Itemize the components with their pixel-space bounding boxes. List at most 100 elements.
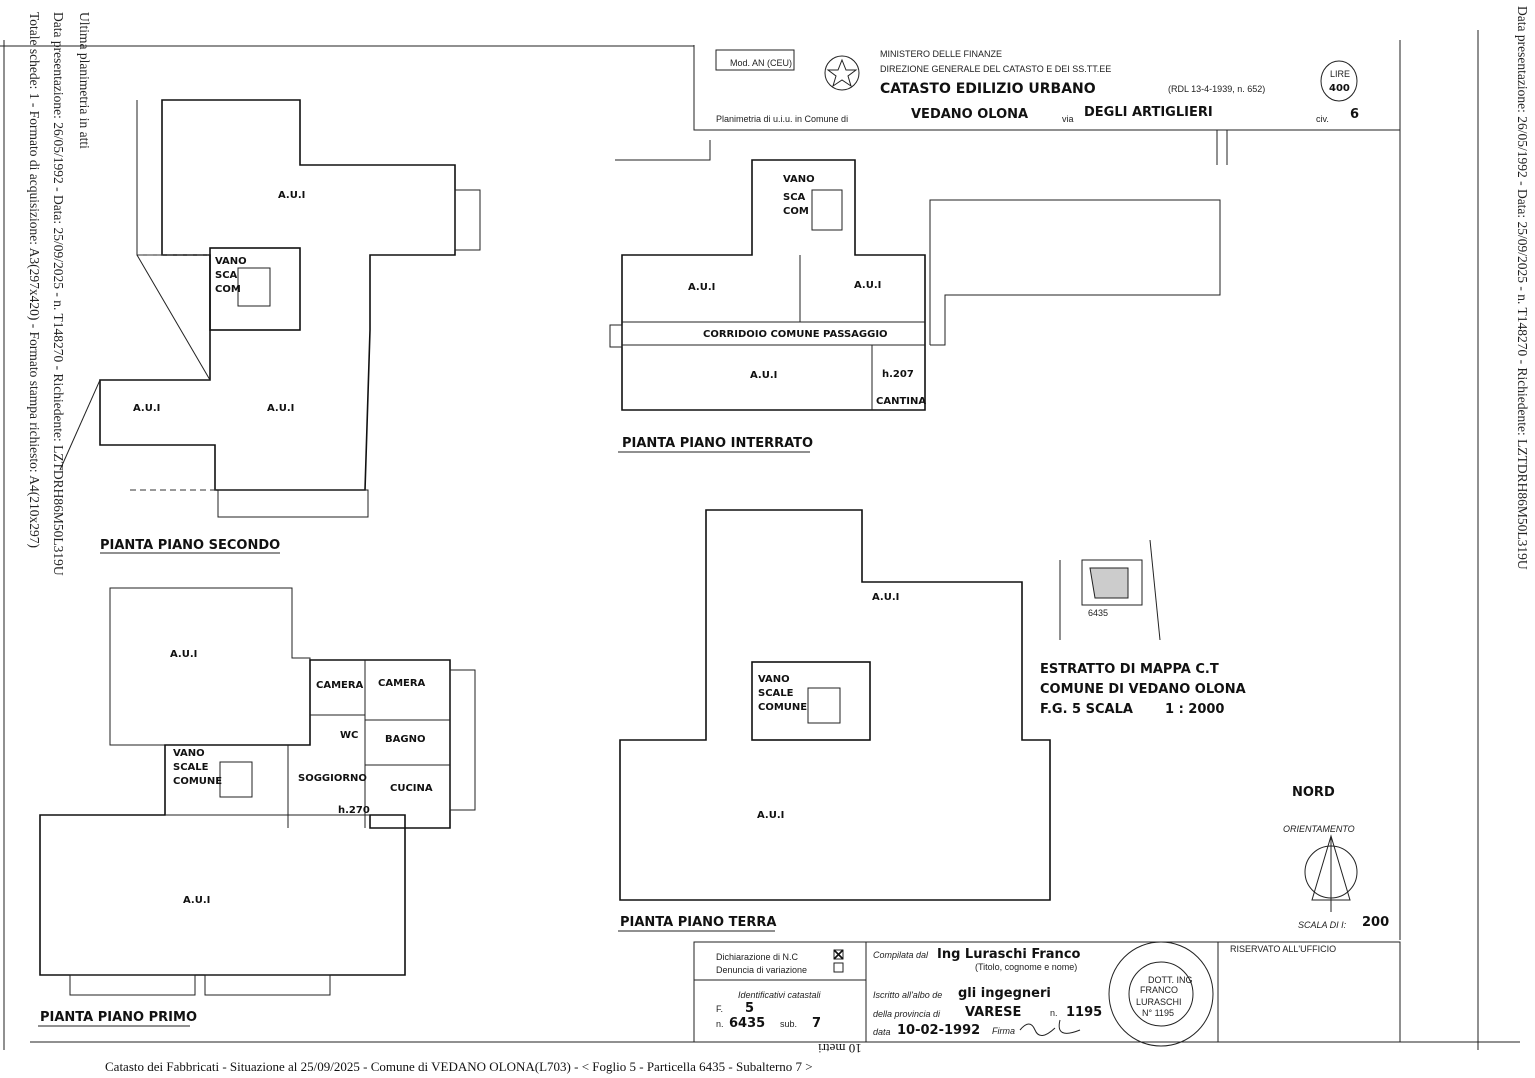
- plan-label: CAMERA: [378, 678, 426, 689]
- plan-label: VANO: [758, 674, 790, 685]
- via-value: DEGLI ARTIGLIERI: [1084, 105, 1213, 120]
- plan-label: A.U.I: [854, 280, 881, 291]
- direction-label: DIREZIONE GENERALE DEL CATASTO E DEI SS.…: [880, 64, 1111, 74]
- date-value: 10-02-1992: [897, 1023, 980, 1038]
- estratto-comune: COMUNE DI VEDANO OLONA: [1040, 682, 1246, 697]
- plan-label: WC: [340, 730, 358, 741]
- plan-title-terra: PIANTA PIANO TERRA: [620, 915, 776, 930]
- identificativi-label: Identificativi catastali: [738, 990, 822, 1000]
- plan-label: A.U.I: [133, 403, 160, 414]
- north-arrow-icon: [1304, 834, 1358, 912]
- denuncia-checkbox: [833, 962, 844, 973]
- map-extract: 6435 ESTRATTO DI MAPPA C.T COMUNE DI VED…: [1040, 539, 1246, 717]
- plan-label: LURASCHI: [1136, 997, 1182, 1007]
- parcel-number: 6435: [1088, 608, 1108, 618]
- plan-piano-terra: A.U.I VANO SCALE COMUNE A.U.I PIANTA PIA…: [618, 509, 1051, 932]
- albo-number: 1195: [1066, 1005, 1102, 1020]
- foglio-value: 5: [745, 1001, 754, 1016]
- plan-title-primo: PIANTA PIANO PRIMO: [40, 1010, 197, 1025]
- plan-label: h.270: [338, 805, 370, 816]
- plan-label: A.U.I: [278, 190, 305, 201]
- plan-label: VANO: [173, 748, 205, 759]
- comune-value: VEDANO OLONA: [911, 107, 1028, 122]
- plan-label: CAMERA: [316, 680, 364, 691]
- lire-label: LIRE: [1330, 69, 1350, 79]
- plan-label: Compilata dal: [873, 950, 929, 960]
- plan-prefix: Planimetria di u.i.u. in Comune di: [716, 114, 848, 124]
- scale-value: 200: [1362, 915, 1389, 930]
- plan-label: A.U.I: [750, 370, 777, 381]
- plan-label: n.: [716, 1019, 724, 1029]
- plan-label: SCALE: [758, 688, 794, 699]
- law-reference: (RDL 13-4-1939, n. 652): [1168, 84, 1265, 94]
- plan-label: SCA: [783, 192, 806, 203]
- plan-title-interrato: PIANTA PIANO INTERRATO: [622, 436, 813, 451]
- plan-label: SCA: [215, 270, 238, 281]
- plan-label: COMUNE: [758, 702, 807, 713]
- dichiarazione-checkbox: [833, 949, 844, 960]
- plan-label: N° 1195: [1142, 1008, 1174, 1018]
- civ-label: civ.: [1316, 114, 1329, 124]
- plan-piano-primo: A.U.I CAMERA CAMERA BAGNO SOGGIORNO CUCI…: [38, 587, 476, 1027]
- plan-label: COM: [783, 206, 809, 217]
- plan-label: A.U.I: [183, 895, 210, 906]
- particella-value: 6435: [729, 1016, 765, 1031]
- plan-label: data: [873, 1027, 891, 1037]
- form-stamp: Mod. AN (CEU): [730, 58, 792, 68]
- nord-label: NORD: [1292, 785, 1335, 800]
- footer-situazione: Catasto dei Fabbricati - Situazione al 2…: [105, 1059, 813, 1074]
- plan-piano-secondo: A.U.I VANO SCA COM A.U.I A.U.I PIANTA PI…: [59, 99, 481, 554]
- plan-label: COMUNE: [173, 776, 222, 787]
- header-title: CATASTO EDILIZIO URBANO: [880, 81, 1096, 97]
- plan-label: (Titolo, cognome e nome): [975, 962, 1077, 972]
- ministry-label: MINISTERO DELLE FINANZE: [880, 49, 1002, 59]
- plan-label: COM: [215, 284, 241, 295]
- estratto-scale: 1 : 2000: [1165, 702, 1224, 717]
- plan-title-secondo: PIANTA PIANO SECONDO: [100, 538, 280, 553]
- plan-label: CORRIDOIO COMUNE PASSAGGIO: [703, 329, 888, 340]
- estratto-title: ESTRATTO DI MAPPA C.T: [1040, 662, 1219, 677]
- estratto-foglio: F.G. 5 SCALA: [1040, 702, 1133, 717]
- signature: [1019, 1019, 1081, 1036]
- via-label: via: [1062, 114, 1074, 124]
- plan-label: della provincia di: [873, 1009, 941, 1019]
- plan-piano-interrato: VANO SCA COM A.U.I A.U.I CORRIDOIO COMUN…: [609, 140, 1221, 453]
- plan-label: DOTT. ING: [1148, 975, 1193, 985]
- plan-label: sub.: [780, 1019, 797, 1029]
- title-block: Dichiarazione di N.C Denuncia di variazi…: [693, 941, 1401, 1047]
- plan-label: CANTINA: [876, 396, 926, 407]
- plan-label: VANO: [215, 256, 247, 267]
- plan-label: FRANCO: [1140, 985, 1178, 995]
- plan-label: A.U.I: [872, 592, 899, 603]
- civ-value: 6: [1350, 107, 1359, 122]
- professional-seal: DOTT. ING FRANCO LURASCHI N° 1195: [1108, 941, 1214, 1047]
- orientation-label: ORIENTAMENTO: [1283, 824, 1355, 834]
- scale-prefix: SCALA DI I:: [1298, 920, 1347, 930]
- plan-label: Firma: [992, 1026, 1015, 1036]
- republic-emblem-icon: [824, 55, 860, 91]
- lire-value: 400: [1329, 83, 1350, 94]
- compilata-value: Ing Luraschi Franco: [937, 947, 1081, 962]
- subalterno-value: 7: [812, 1016, 821, 1031]
- denuncia-label: Denuncia di variazione: [716, 965, 807, 975]
- revenue-stamp: [1320, 60, 1358, 102]
- plan-label: SOGGIORNO: [298, 773, 367, 784]
- plan-label: VANO: [783, 174, 815, 185]
- header-block: Mod. AN (CEU) MINISTERO DELLE FINANZE DI…: [693, 45, 1400, 165]
- dichiarazione-label: Dichiarazione di N.C: [716, 952, 799, 962]
- plan-label: h.207: [882, 369, 914, 380]
- plan-label: A.U.I: [688, 282, 715, 293]
- plan-label: F.: [716, 1004, 723, 1014]
- plan-label: A.U.I: [267, 403, 294, 414]
- plan-label: A.U.I: [170, 649, 197, 660]
- plan-label: SCALE: [173, 762, 209, 773]
- provincia-value: VARESE: [965, 1005, 1021, 1020]
- plan-label: BAGNO: [385, 734, 425, 745]
- plan-label: n.: [1050, 1008, 1058, 1018]
- riservato-label: RISERVATO ALL'UFFICIO: [1230, 944, 1336, 954]
- orientation-block: NORD ORIENTAMENTO SCALA DI I: 200: [1283, 785, 1389, 930]
- albo-value: gli ingegneri: [958, 986, 1051, 1001]
- scale-bar-label: 10 metri: [818, 1041, 862, 1056]
- plan-label: A.U.I: [757, 810, 784, 821]
